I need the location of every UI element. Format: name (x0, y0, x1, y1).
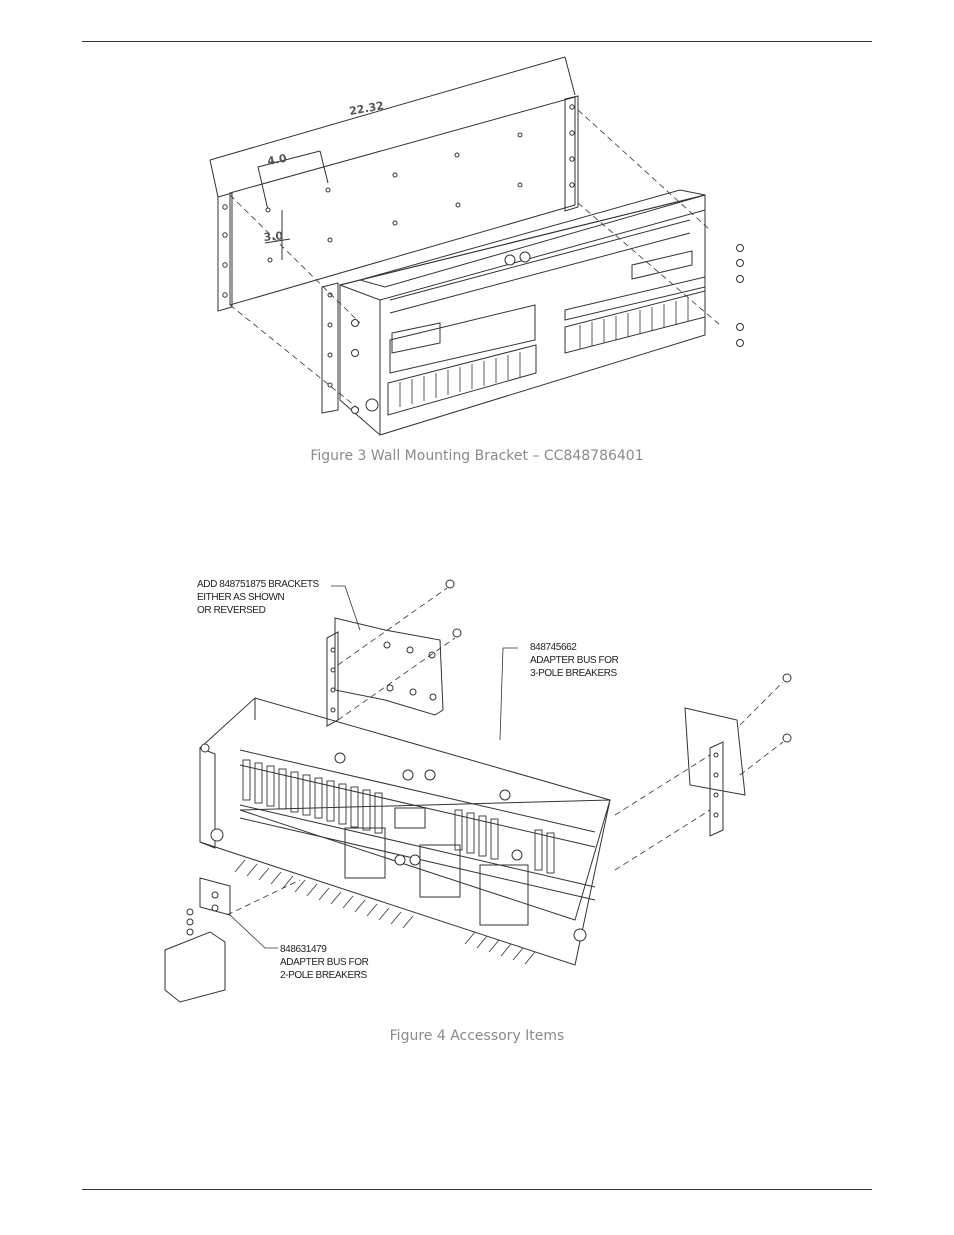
two-pole-breaker (165, 932, 225, 1002)
footer-rule (82, 1189, 872, 1190)
figure-3-caption: Figure 3 Wall Mounting Bracket – CC84878… (0, 448, 954, 464)
callout-brackets-line3: OR REVERSED (197, 605, 266, 616)
callout-adapter-3-pole: 848745662 ADAPTER BUS FOR 3-POLE BREAKER… (530, 642, 619, 679)
figure-3-wall-mounting-bracket: 22.32 4.0 3.0 (200, 55, 760, 440)
dim-hole-offset: 4.0 (266, 152, 288, 168)
holes-and-screws (187, 580, 791, 941)
dim-overall-width: 22.32 (348, 99, 385, 118)
right-flange (565, 96, 578, 211)
callout-brackets: ADD 848751875 BRACKETS EITHER AS SHOWN O… (197, 579, 320, 616)
callout-adapter-2-pole: 848631479 ADAPTER BUS FOR 2-POLE BREAKER… (280, 944, 369, 981)
figure-4-caption: Figure 4 Accessory Items (0, 1028, 954, 1044)
wall-bracket-plate (230, 97, 575, 305)
chassis-outline (200, 698, 610, 965)
callout-adapter2-line3: 2-POLE BREAKERS (280, 970, 368, 981)
figure-4-accessory-items: ADD 848751875 BRACKETS EITHER AS SHOWN O… (155, 570, 815, 1010)
callout-adapter3-line3: 3-POLE BREAKERS (530, 668, 618, 679)
leader-lines (230, 586, 518, 948)
mounting-holes (223, 105, 574, 411)
callout-adapter2-line1: 848631479 (280, 944, 327, 955)
callout-brackets-line2: EITHER AS SHOWN (197, 592, 285, 603)
header-rule (82, 41, 872, 42)
breaker-slots (400, 298, 688, 407)
callout-adapter3-line2: ADAPTER BUS FOR (530, 655, 619, 666)
right-bracket (685, 708, 745, 795)
callout-adapter3-line1: 848745662 (530, 642, 577, 653)
callout-brackets-line1: ADD 848751875 BRACKETS (197, 579, 320, 590)
left-bracket (335, 618, 443, 715)
figure-3-drawing: 22.32 4.0 3.0 (200, 55, 760, 440)
figure-4-drawing: ADD 848751875 BRACKETS EITHER AS SHOWN O… (155, 570, 815, 1010)
dim-hole-spacing: 3.0 (263, 229, 284, 244)
callout-adapter2-line2: ADAPTER BUS FOR (280, 957, 369, 968)
